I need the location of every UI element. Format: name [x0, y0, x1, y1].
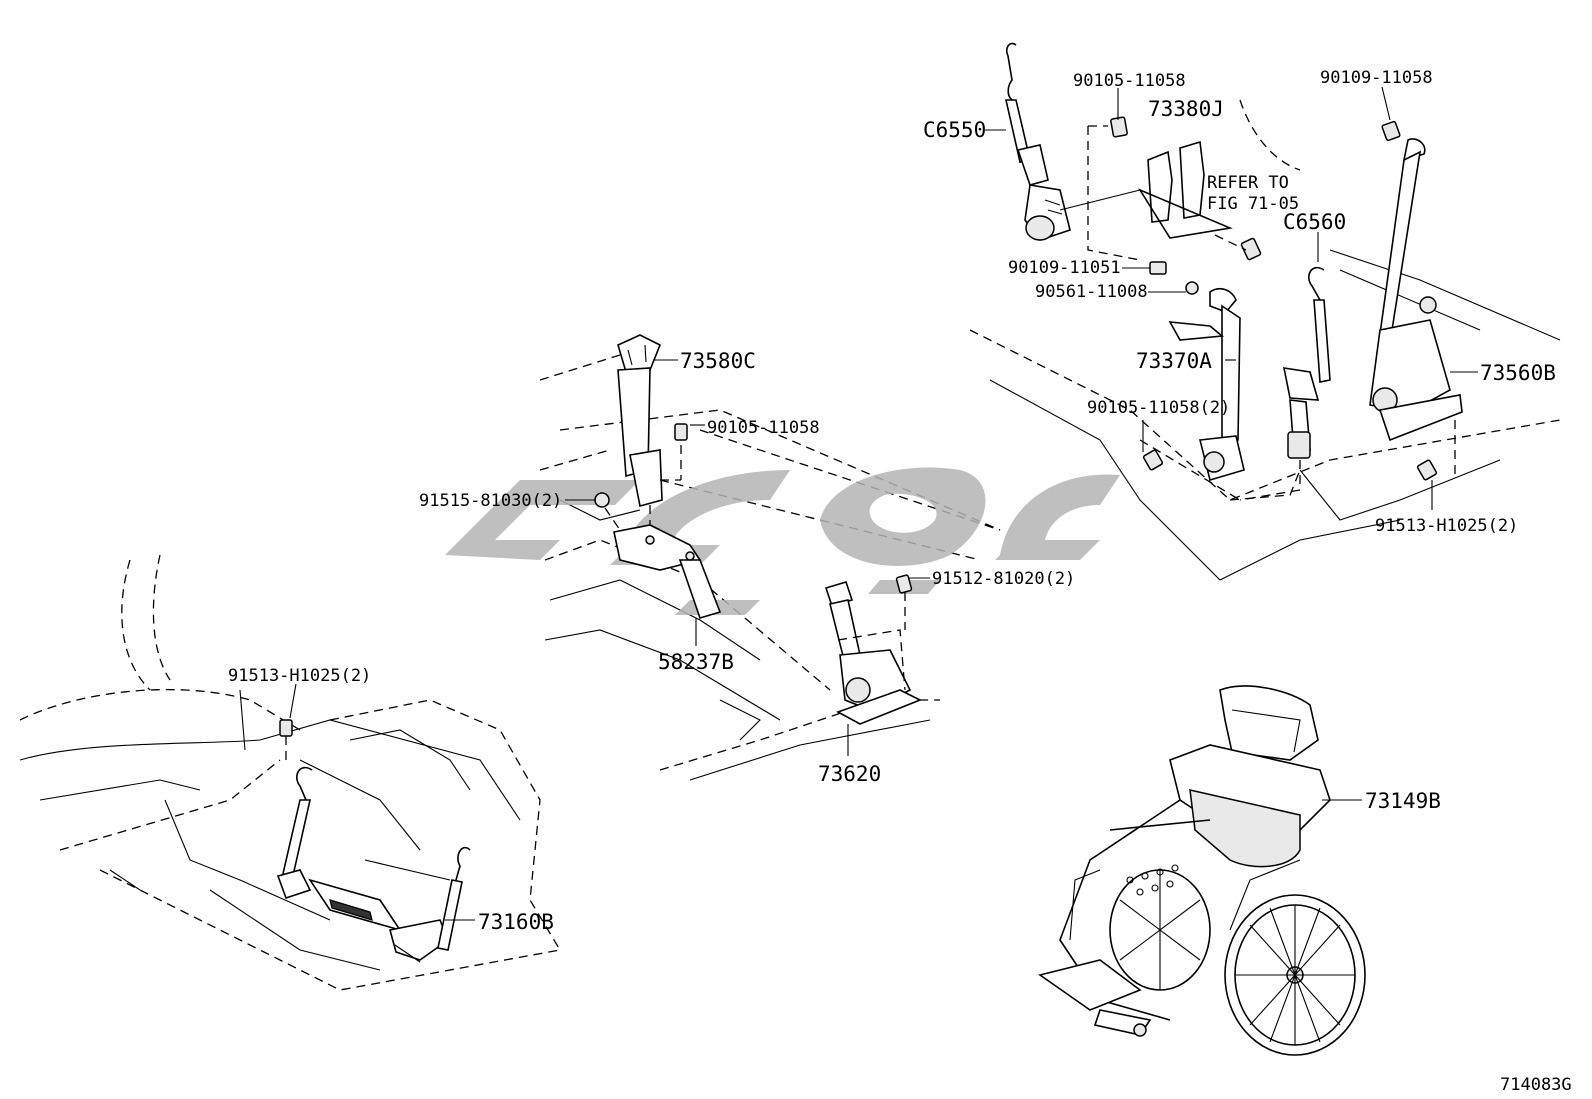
- leader-lines: [289, 86, 1478, 921]
- bolt-top-90105: [1087, 116, 1141, 261]
- c6550-seat-belt: [1004, 42, 1071, 241]
- label-refer-line1: REFER TO: [1207, 173, 1289, 193]
- fasteners-90109-90561: [1122, 261, 1199, 295]
- label-73620: 73620: [818, 762, 881, 786]
- label-90109-11058: 90109-11058: [1320, 68, 1433, 88]
- p73620-buckle: [824, 581, 922, 725]
- label-90561-11008: 90561-11008: [1035, 282, 1148, 302]
- p58237b-bracket: [613, 524, 722, 619]
- label-90105-11058-mid: 90105-11058: [707, 418, 820, 438]
- label-58237b: 58237B: [658, 650, 734, 674]
- label-91513-h1025-right: 91513-H1025(2): [1375, 516, 1518, 536]
- label-refer-line2: FIG 71-05: [1207, 194, 1299, 214]
- label-90105-11058-top: 90105-11058: [1073, 71, 1186, 91]
- label-c6550: C6550: [923, 118, 986, 142]
- wheelchair: [1038, 685, 1366, 1056]
- label-73370a: 73370A: [1136, 349, 1212, 373]
- bolt-90105-2: [1142, 420, 1164, 471]
- label-91515-81030: 91515-81030(2): [419, 491, 562, 511]
- label-73160b: 73160B: [478, 910, 554, 934]
- figure-id: 714083G: [1500, 1075, 1572, 1095]
- label-91513-h1025-left: 91513-H1025(2): [228, 666, 371, 686]
- p73560b-seat-belt: [1369, 120, 1463, 480]
- bolt-91512: [895, 574, 913, 630]
- label-73149b: 73149B: [1365, 789, 1441, 813]
- label-90105-11058-2: 90105-11058(2): [1087, 398, 1230, 418]
- label-73580c: 73580C: [680, 349, 756, 373]
- label-73380j: 73380J: [1148, 97, 1224, 121]
- c6560-seat-belt: [1239, 266, 1331, 501]
- p73380j-buckle-set: [1059, 140, 1233, 239]
- watermark-logo: [445, 467, 1120, 615]
- label-90109-11051: 90109-11051: [1008, 258, 1121, 278]
- label-91512-81020: 91512-81020(2): [932, 569, 1075, 589]
- p73580c-buckle-belt: [617, 334, 663, 530]
- label-73560b: 73560B: [1480, 361, 1556, 385]
- p73160b-belt: [276, 719, 471, 963]
- label-c6560: C6560: [1283, 210, 1346, 234]
- bolt-91513-right: [1416, 459, 1438, 510]
- bolt-refer: [1214, 234, 1262, 261]
- bolt-90105-mid: [660, 423, 688, 481]
- p73370a-seat-belt: [1139, 288, 1245, 501]
